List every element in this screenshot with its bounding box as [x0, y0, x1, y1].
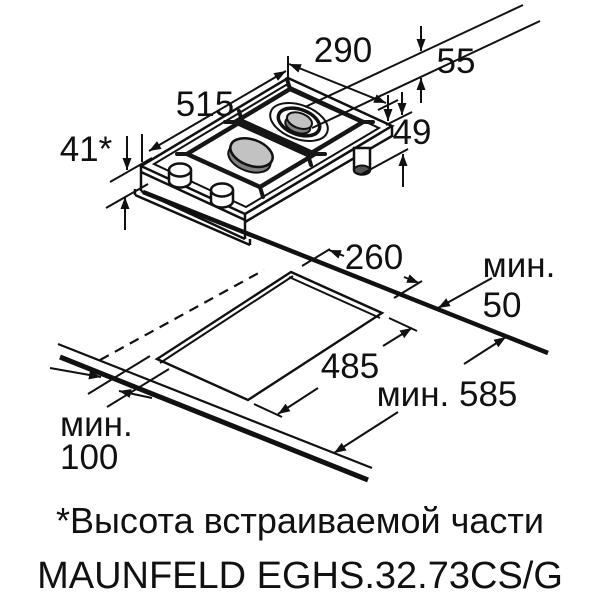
model-text: MAUNFELD EGHS.32.73CS/G [37, 555, 563, 597]
hob-dimensions: 515 290 55 49 41* [60, 4, 541, 230]
dim-260-arrow-left [328, 249, 345, 259]
dim-label-edge-offset: 55 [437, 42, 476, 81]
burner-right [269, 102, 329, 142]
dim-label-min-right: мин. [483, 246, 556, 285]
dim-label-built-in-height: 41* [60, 130, 113, 169]
footnote-text: *Высота встраиваемой части [56, 500, 544, 541]
dim-min585-arrow-bottom [333, 411, 399, 454]
dim-49-tick-top [385, 111, 413, 126]
hob-box-bottom [134, 193, 251, 247]
dim-55-ext-top [304, 4, 524, 108]
dim-485-ext-bottom [253, 403, 283, 418]
dim-485-arrow-top [382, 327, 413, 347]
dim-label-min-worktop-depth: мин. 585 [377, 375, 518, 414]
dim-260-arrow-right [403, 274, 420, 284]
cutout-inner-wall-left [159, 275, 294, 364]
dim-min100-arrow-a [49, 367, 102, 380]
dim-label-cutout-depth: 485 [321, 347, 379, 386]
dim-label-cutout-width: 260 [345, 238, 403, 277]
hob-isometric-view [133, 76, 395, 247]
dim-label-min-right-value: 50 [483, 286, 522, 325]
worktop-rear-edge [142, 189, 549, 356]
dim-min100-tick-a [87, 355, 151, 395]
dim-label-connector-height: 49 [393, 113, 432, 152]
worktop-front-edge-top [57, 342, 373, 470]
dim-label-min-left: мин. [60, 405, 133, 444]
dim-min100-tick-b [106, 368, 170, 408]
dim-41-tick-top [109, 157, 153, 183]
hob-apron-bottom [140, 189, 246, 241]
dim-485-ext-top [388, 317, 418, 332]
worktop-front-edge-bottom [59, 354, 369, 483]
dim-515-line [148, 70, 287, 152]
hob-front-lip [140, 170, 246, 222]
dim-260-ext-right [393, 280, 423, 299]
control-knob-left [167, 162, 193, 189]
dim-min585-arrow-top [463, 336, 507, 365]
worktop-cutout-view: 260 мин. 50 485 мин. 585 мин. 100 [49, 189, 556, 483]
dim-min50-arrow [437, 277, 493, 309]
dim-260-ext-left [301, 248, 331, 267]
dim-label-min-left-value: 100 [60, 438, 118, 477]
dim-55-ext-bottom [311, 20, 541, 129]
dim-label-hob-width: 290 [314, 31, 372, 70]
control-knob-right [209, 182, 235, 209]
dim-41-tick-bottom [105, 183, 149, 209]
dim-49-tick-bottom [359, 148, 409, 176]
wall-dashed-line [99, 269, 265, 361]
cutout-outline [154, 270, 385, 402]
dim-label-hob-depth: 515 [176, 85, 234, 124]
cutout-inner-wall-right [288, 276, 381, 319]
dim-290-line [288, 63, 387, 104]
dim-min100-arrow-b [118, 389, 153, 399]
dim-485-arrow-bottom [277, 387, 319, 415]
